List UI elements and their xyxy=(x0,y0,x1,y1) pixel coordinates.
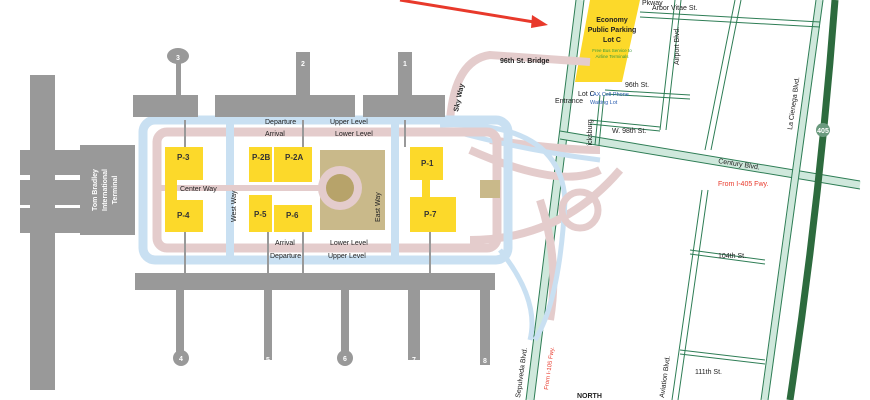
terminal-1[interactable]: 1 xyxy=(403,61,407,68)
parking-p6[interactable]: P-6 xyxy=(286,211,299,220)
terminal-2[interactable]: 2 xyxy=(301,61,305,68)
pointer-arrowhead-icon xyxy=(531,15,548,28)
parking-p5[interactable]: P-5 xyxy=(254,210,267,219)
terminal-4[interactable]: 4 xyxy=(179,356,183,363)
arrival-top: Arrival xyxy=(265,131,285,138)
upper-level-loop xyxy=(138,115,513,265)
w98th-label: W. 98th St. xyxy=(612,128,646,135)
cell-lot-2: Waiting Lot xyxy=(590,100,618,106)
tbit-label-2: International xyxy=(102,169,109,211)
96th-st-label: 96th St. xyxy=(625,82,649,89)
aviation-blvd-label: Aviation Blvd. xyxy=(659,355,672,398)
pkway-label: Pkway xyxy=(642,0,663,7)
i405-label: 405 xyxy=(817,128,829,135)
airport-blvd-label: Airport Blvd. xyxy=(674,27,681,65)
bridge-label: 96th St. Bridge xyxy=(500,58,550,65)
arbor-vitae-label: Arbor Vitae St. xyxy=(652,5,697,12)
theme-building xyxy=(326,174,354,202)
lot-entrance-2: Entrance xyxy=(555,98,583,105)
lot-title-2: Public Parking xyxy=(588,27,637,34)
shuttle-note-2: Airline Terminals xyxy=(596,54,630,59)
terminal-5[interactable]: 5 xyxy=(266,357,270,364)
lax-structure xyxy=(480,180,500,198)
pointer-arrow-icon xyxy=(399,0,541,25)
terminal-3[interactable]: 3 xyxy=(176,55,180,62)
parking-p2b[interactable]: P-2B xyxy=(252,153,270,162)
parking-structures xyxy=(165,147,456,232)
north-label: NORTH xyxy=(577,393,602,400)
lot-title-1: Economy xyxy=(596,17,628,24)
i405-freeway xyxy=(786,0,839,400)
lower-level-bottom: Lower Level xyxy=(330,240,368,247)
parking-p1[interactable]: P-1 xyxy=(421,159,434,168)
upper-level-bottom: Upper Level xyxy=(328,253,366,260)
cell-lot-1: LAX Cell Phone xyxy=(590,92,629,98)
104th-label: 104th St. xyxy=(718,253,746,260)
departure-bottom: Departure xyxy=(270,253,301,260)
parking-p3[interactable]: P-3 xyxy=(177,153,190,162)
111th-label: 111th St. xyxy=(695,369,722,376)
interchange-ramps xyxy=(439,50,624,342)
arrival-bottom: Arrival xyxy=(275,240,295,247)
departure-top: Departure xyxy=(265,119,296,126)
economy-lot-c[interactable] xyxy=(575,0,640,82)
terminal-8[interactable]: 8 xyxy=(483,358,487,365)
i405-shield-icon xyxy=(816,123,830,137)
tbit-label-1: Tom Bradley xyxy=(92,169,99,211)
lower-level-top: Lower Level xyxy=(335,131,373,138)
from-105-label: From I-105 Fwy. xyxy=(544,346,556,390)
from-405-label: From I-405 Fwy. xyxy=(718,181,768,188)
terminal-connectors xyxy=(184,120,431,273)
parking-p7[interactable]: P-7 xyxy=(424,210,437,219)
tbit-label[interactable]: Tom Bradley International Terminal xyxy=(92,169,119,211)
west-way-label: West Way xyxy=(231,190,238,222)
parking-p2a[interactable]: P-2A xyxy=(285,153,303,162)
terminal-buildings xyxy=(20,48,495,390)
upper-level-top: Upper Level xyxy=(330,119,368,126)
tbit-label-3: Terminal xyxy=(112,176,119,205)
terminal-6[interactable]: 6 xyxy=(343,356,347,363)
vicksburg-label: Vicksburg xyxy=(587,119,594,150)
lot-entrance-1: Lot C xyxy=(578,91,595,98)
parking-p4[interactable]: P-4 xyxy=(177,211,190,220)
century-blvd-label: Century Blvd. xyxy=(718,158,761,171)
center-way-label: Center Way xyxy=(180,186,217,193)
terminal-7[interactable]: 7 xyxy=(412,357,416,364)
shuttle-note-1: Free Bus Service to xyxy=(592,48,632,53)
east-way-label: East Way xyxy=(375,192,382,222)
lot-title-3: Lot C xyxy=(603,37,621,44)
